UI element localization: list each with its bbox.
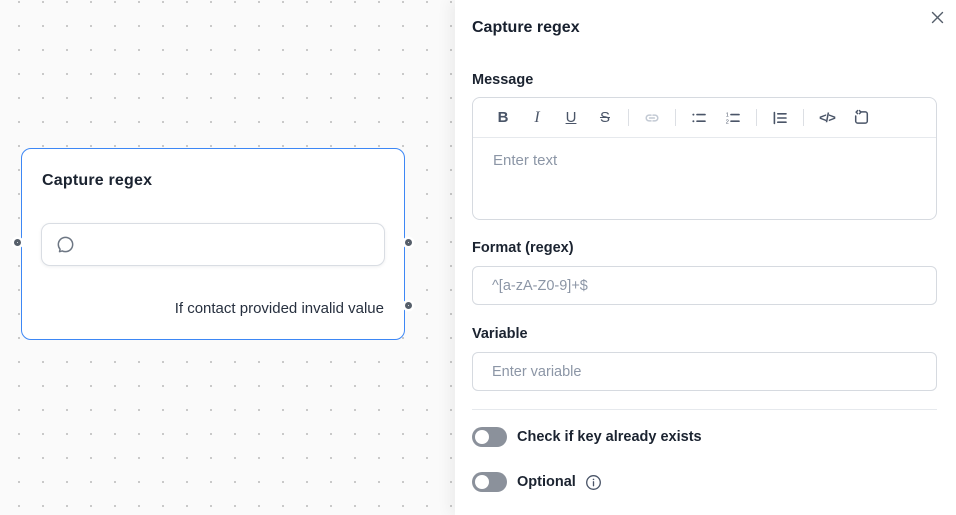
check-key-toggle-row: Check if key already exists: [472, 427, 937, 447]
link-icon[interactable]: [640, 106, 664, 130]
richtext-toolbar: B I U S: [473, 98, 936, 138]
section-divider: [472, 409, 937, 410]
message-editor: B I U S: [472, 97, 937, 220]
chat-bubble-icon: [55, 234, 76, 255]
flow-canvas[interactable]: Capture regex If contact provided invali…: [0, 0, 455, 515]
failure-branch-label: If contact provided invalid value: [174, 300, 384, 317]
toolbar-separator: [675, 109, 676, 126]
variable-input[interactable]: [472, 352, 937, 391]
svg-text:1: 1: [726, 112, 729, 118]
strikethrough-icon[interactable]: S: [593, 106, 617, 130]
message-label: Message: [472, 72, 534, 88]
optional-label: Optional: [517, 474, 576, 490]
code-icon[interactable]: </>: [815, 106, 839, 130]
check-key-label: Check if key already exists: [517, 429, 702, 445]
message-body: [473, 138, 936, 219]
optional-toggle-row: Optional: [472, 472, 937, 492]
underline-icon[interactable]: U: [559, 106, 583, 130]
message-textarea[interactable]: [473, 138, 936, 219]
toolbar-separator: [756, 109, 757, 126]
check-key-toggle[interactable]: [472, 427, 507, 447]
input-port-left[interactable]: [14, 239, 21, 246]
bullet-list-icon[interactable]: [687, 106, 711, 130]
failure-port-right[interactable]: [405, 302, 412, 309]
optional-toggle[interactable]: [472, 472, 507, 492]
variable-label: Variable: [472, 326, 528, 342]
output-port-right[interactable]: [405, 239, 412, 246]
indent-icon[interactable]: [768, 106, 792, 130]
toolbar-separator: [803, 109, 804, 126]
format-regex-label: Format (regex): [472, 240, 574, 256]
bold-icon[interactable]: B: [491, 106, 515, 130]
node-title: Capture regex: [42, 172, 153, 189]
node-settings-panel: Capture regex Message B I U S: [455, 0, 956, 515]
capture-regex-node[interactable]: Capture regex If contact provided invali…: [14, 148, 412, 340]
toggle-knob: [475, 475, 489, 489]
panel-title: Capture regex: [472, 19, 580, 36]
node-message-preview[interactable]: [41, 223, 385, 266]
close-icon: [930, 10, 945, 25]
info-icon[interactable]: [585, 474, 602, 491]
italic-icon[interactable]: I: [525, 106, 549, 130]
code-block-icon[interactable]: [849, 106, 873, 130]
toggle-knob: [475, 430, 489, 444]
svg-text:2: 2: [726, 119, 729, 125]
format-regex-input[interactable]: [472, 266, 937, 305]
close-panel-button[interactable]: [926, 6, 948, 28]
toolbar-separator: [628, 109, 629, 126]
ordered-list-icon[interactable]: 1 2: [721, 106, 745, 130]
